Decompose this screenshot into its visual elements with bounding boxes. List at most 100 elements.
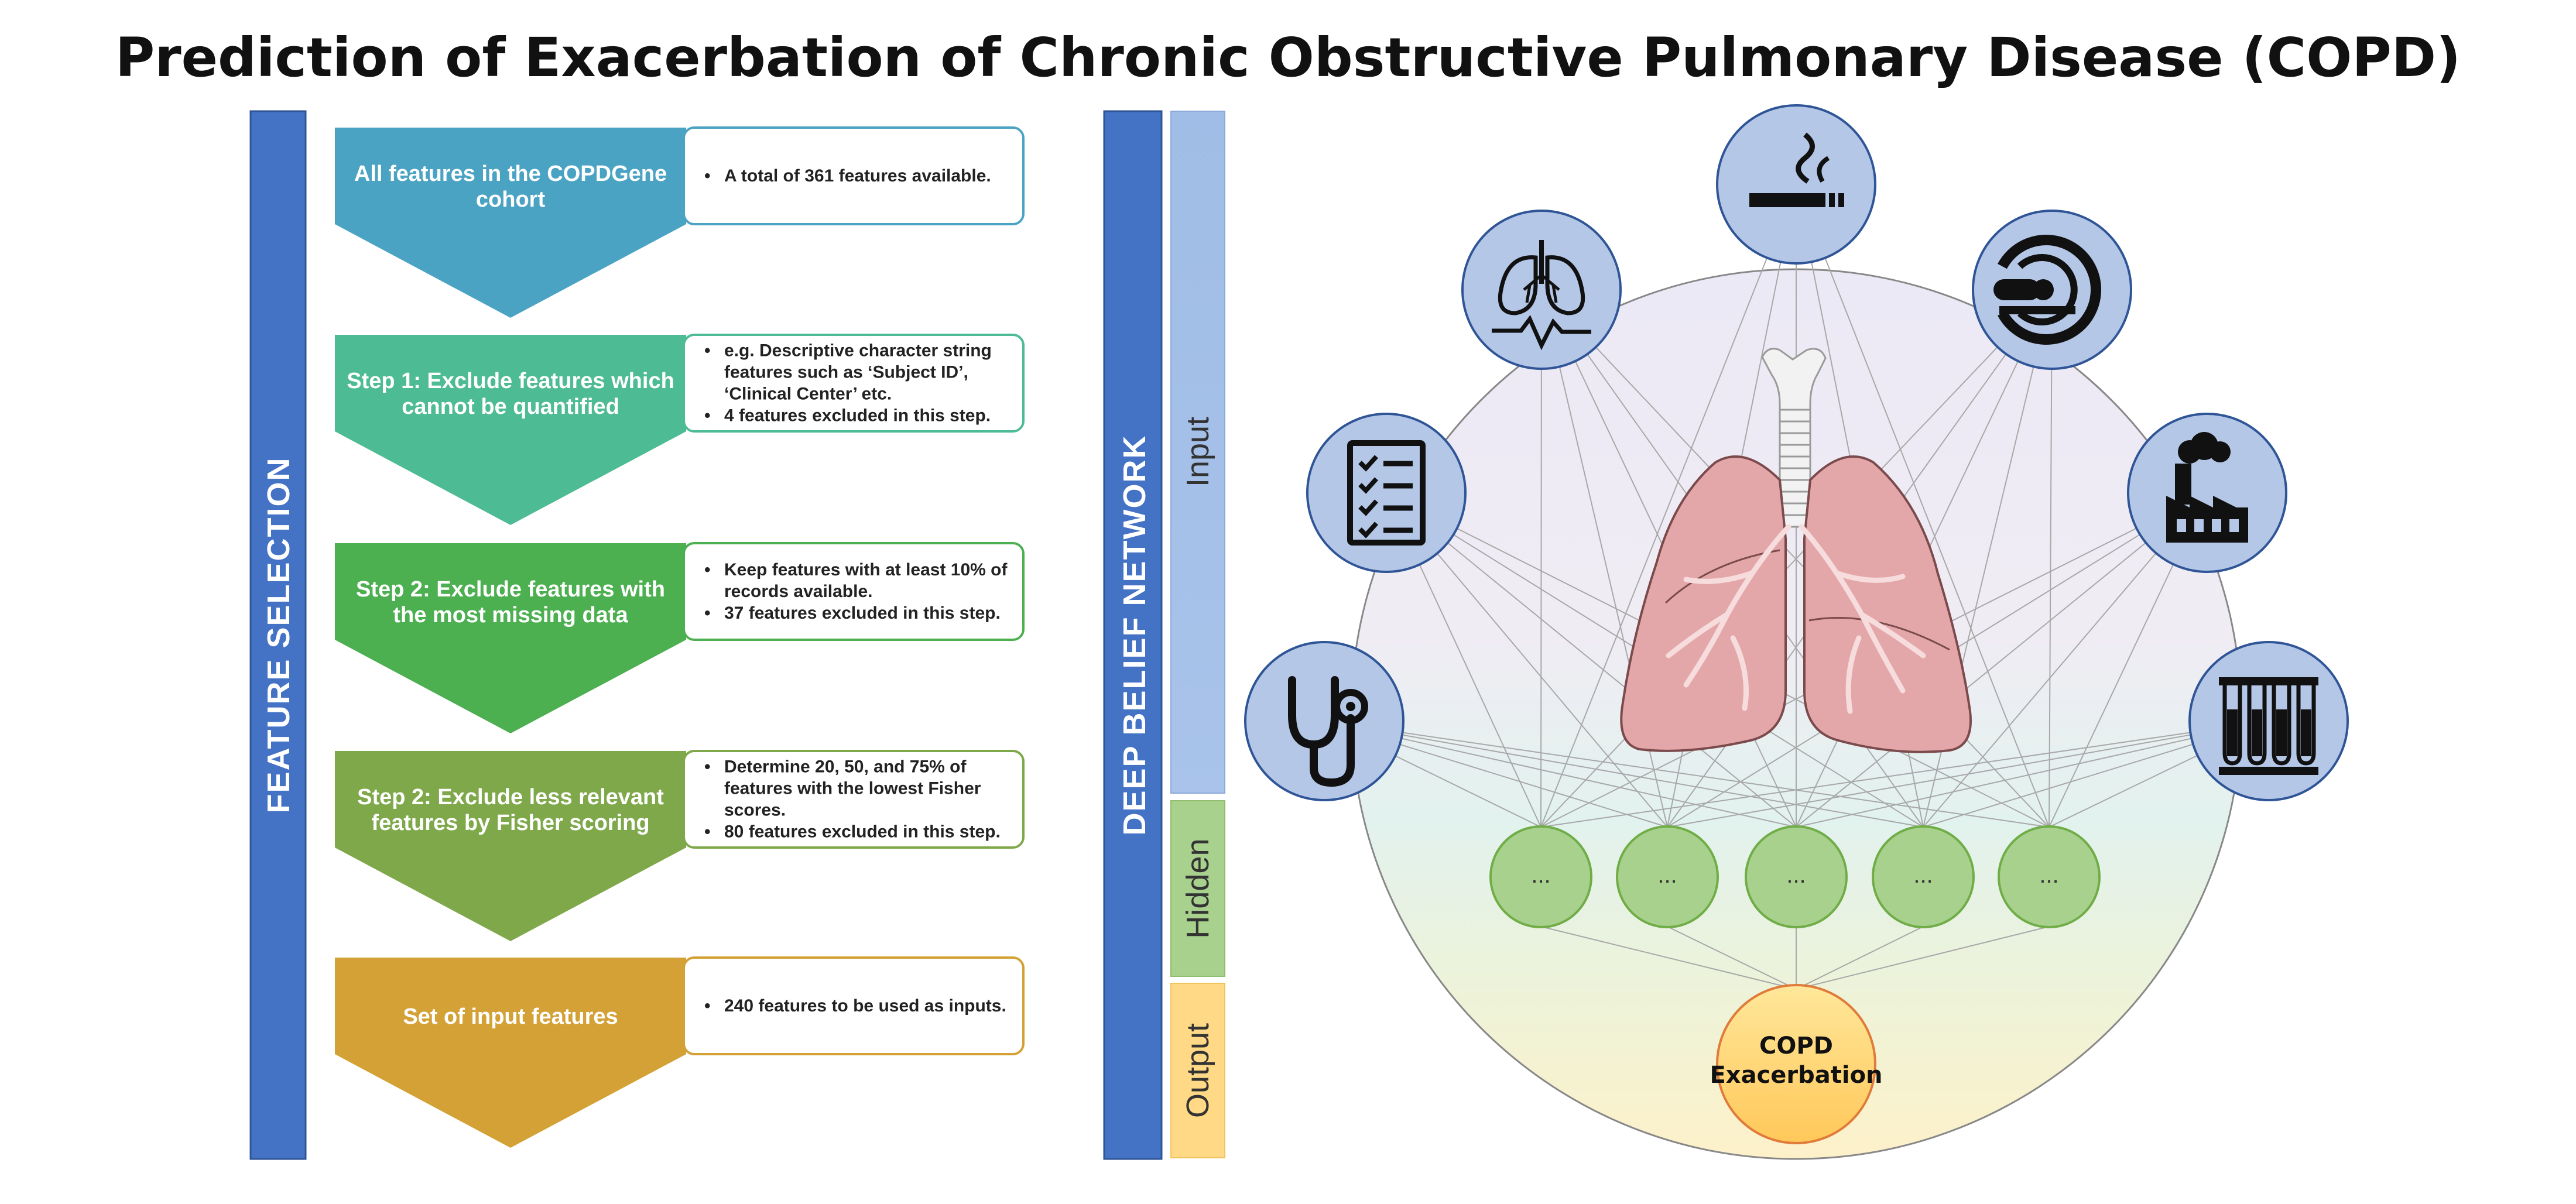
input-node <box>1972 210 2132 370</box>
step-title-line: cannot be quantified <box>402 395 619 419</box>
dbn-label: DEEP BELIEF NETWORK <box>1117 434 1152 835</box>
feature-selection-bar: FEATURE SELECTION <box>249 110 307 1160</box>
hidden-output-connection <box>1540 926 1797 990</box>
smoking-icon <box>1749 132 1844 207</box>
factory-icon <box>2166 432 2248 543</box>
input-hidden-connection <box>1796 721 2269 828</box>
hidden-nodes: ............... <box>1489 825 2101 928</box>
lungs-icon <box>1492 240 1591 351</box>
output-layer-bar <box>1170 983 1225 1158</box>
step-bullet-line: 240 features to be used as inputs. <box>724 996 1006 1016</box>
step-chevron <box>335 543 686 733</box>
step-description-box <box>683 334 1025 433</box>
ct-scanner-icon <box>1993 235 2101 345</box>
input-node <box>1244 641 1405 801</box>
bullet-dot: • <box>704 757 711 777</box>
hidden-node: ... <box>1745 825 1848 928</box>
step-title-line: features by Fisher scoring <box>371 811 649 835</box>
hidden-node: ... <box>1872 825 1975 928</box>
hidden-node-label: ... <box>1657 862 1677 888</box>
hidden-output-connection <box>1796 926 1924 990</box>
step-title-line: Step 2: Exclude less relevant <box>357 785 664 809</box>
step-title-line: Step 1: Exclude features which <box>347 369 674 393</box>
step-bullet-line: features such as ‘Subject ID’, <box>724 363 968 382</box>
step-bullet-line: features with the lowest Fisher <box>724 779 981 798</box>
step-bullet-line: Keep features with at least 10% of <box>724 560 1008 579</box>
step-bullet-line: ‘Clinical Center’ etc. <box>724 385 892 404</box>
input-nodes <box>1244 104 2349 801</box>
layer-labels: Input Hidden Output <box>1170 111 1225 1158</box>
hidden-node-label: ... <box>1786 862 1806 888</box>
input-hidden-connection <box>1540 721 2269 828</box>
input-hidden-connection <box>1796 492 2208 828</box>
bullet-dot: • <box>704 603 711 623</box>
step-bullet-line: e.g. Descriptive character string <box>724 341 992 361</box>
step-description-box <box>683 126 1025 225</box>
step-bullet-line: records available. <box>724 582 872 601</box>
input-layer-bar <box>1170 111 1225 794</box>
bullet-dot: • <box>704 406 711 426</box>
hidden-node: ... <box>1616 825 1719 928</box>
hidden-node-label: ... <box>2039 862 2058 888</box>
lungs-illustration <box>1620 348 1972 753</box>
hidden-node-label: ... <box>1531 862 1550 888</box>
output-node: COPD Exacerbation <box>1710 984 1883 1144</box>
input-hidden-connection <box>1667 721 2269 828</box>
input-hidden-connection <box>1324 721 1924 828</box>
output-layer-label: Output <box>1180 1023 1215 1118</box>
input-node <box>1306 413 1467 573</box>
stethoscope-icon <box>1288 676 1368 787</box>
input-node <box>1716 104 1876 265</box>
output-label-line-2: Exacerbation <box>1710 1062 1882 1089</box>
feature-selection-label: FEATURE SELECTION <box>261 457 296 813</box>
step-chevron <box>335 335 686 525</box>
input-node <box>2188 641 2349 801</box>
step-chevron <box>335 958 686 1148</box>
step-bullet-line: 4 features excluded in this step. <box>724 406 991 426</box>
hidden-node-label: ... <box>1913 862 1933 888</box>
step-bullet-line: Determine 20, 50, and 75% of <box>724 757 967 777</box>
step-bullet-line: scores. <box>724 801 786 820</box>
step-title-line: Step 2: Exclude features with <box>356 577 665 602</box>
input-layer-label: Input <box>1180 417 1215 487</box>
hidden-layer-bar <box>1170 800 1225 977</box>
input-node <box>2127 413 2287 573</box>
step-description-box <box>683 956 1025 1055</box>
bullet-dot: • <box>704 166 711 186</box>
step-5: Set of input features • 240 features to be… <box>335 956 1025 1148</box>
output-label-line-1: COPD <box>1759 1033 1833 1059</box>
step-title-line: All features in the COPDGene <box>354 162 667 186</box>
step-title-line: the most missing data <box>393 603 628 627</box>
input-hidden-connection <box>1386 492 1797 828</box>
hidden-layer-label: Hidden <box>1180 838 1215 938</box>
step-title-line: Set of input features <box>403 1004 618 1029</box>
bullet-dot: • <box>704 341 711 361</box>
input-hidden-connection <box>2049 289 2053 828</box>
step-bullet-line: 37 features excluded in this step. <box>724 603 1001 623</box>
input-hidden-connection <box>1796 184 2050 828</box>
test-tubes-icon <box>2219 677 2318 775</box>
step-bullet-line: 80 features excluded in this step. <box>724 822 1001 842</box>
step-chevron <box>335 751 686 941</box>
step-chevron <box>335 128 686 318</box>
input-hidden-connection <box>1324 721 1797 828</box>
step-bullet-line: A total of 361 features available. <box>724 166 991 186</box>
hidden-output-connection <box>1667 926 1797 990</box>
step-description-box <box>683 750 1025 849</box>
bullet-dot: • <box>704 996 711 1016</box>
hidden-node: ... <box>1489 825 1592 928</box>
page-title: Prediction of Exacerbation of Chronic Ob… <box>115 26 2461 89</box>
input-hidden-connection <box>1324 721 2050 828</box>
bullet-dot: • <box>704 822 711 842</box>
step-description-box <box>683 542 1025 641</box>
input-hidden-connection <box>1540 184 1797 828</box>
input-hidden-connection <box>1540 289 1542 828</box>
dbn-bar: DEEP BELIEF NETWORK <box>1103 110 1163 1160</box>
hidden-node: ... <box>1998 825 2101 928</box>
